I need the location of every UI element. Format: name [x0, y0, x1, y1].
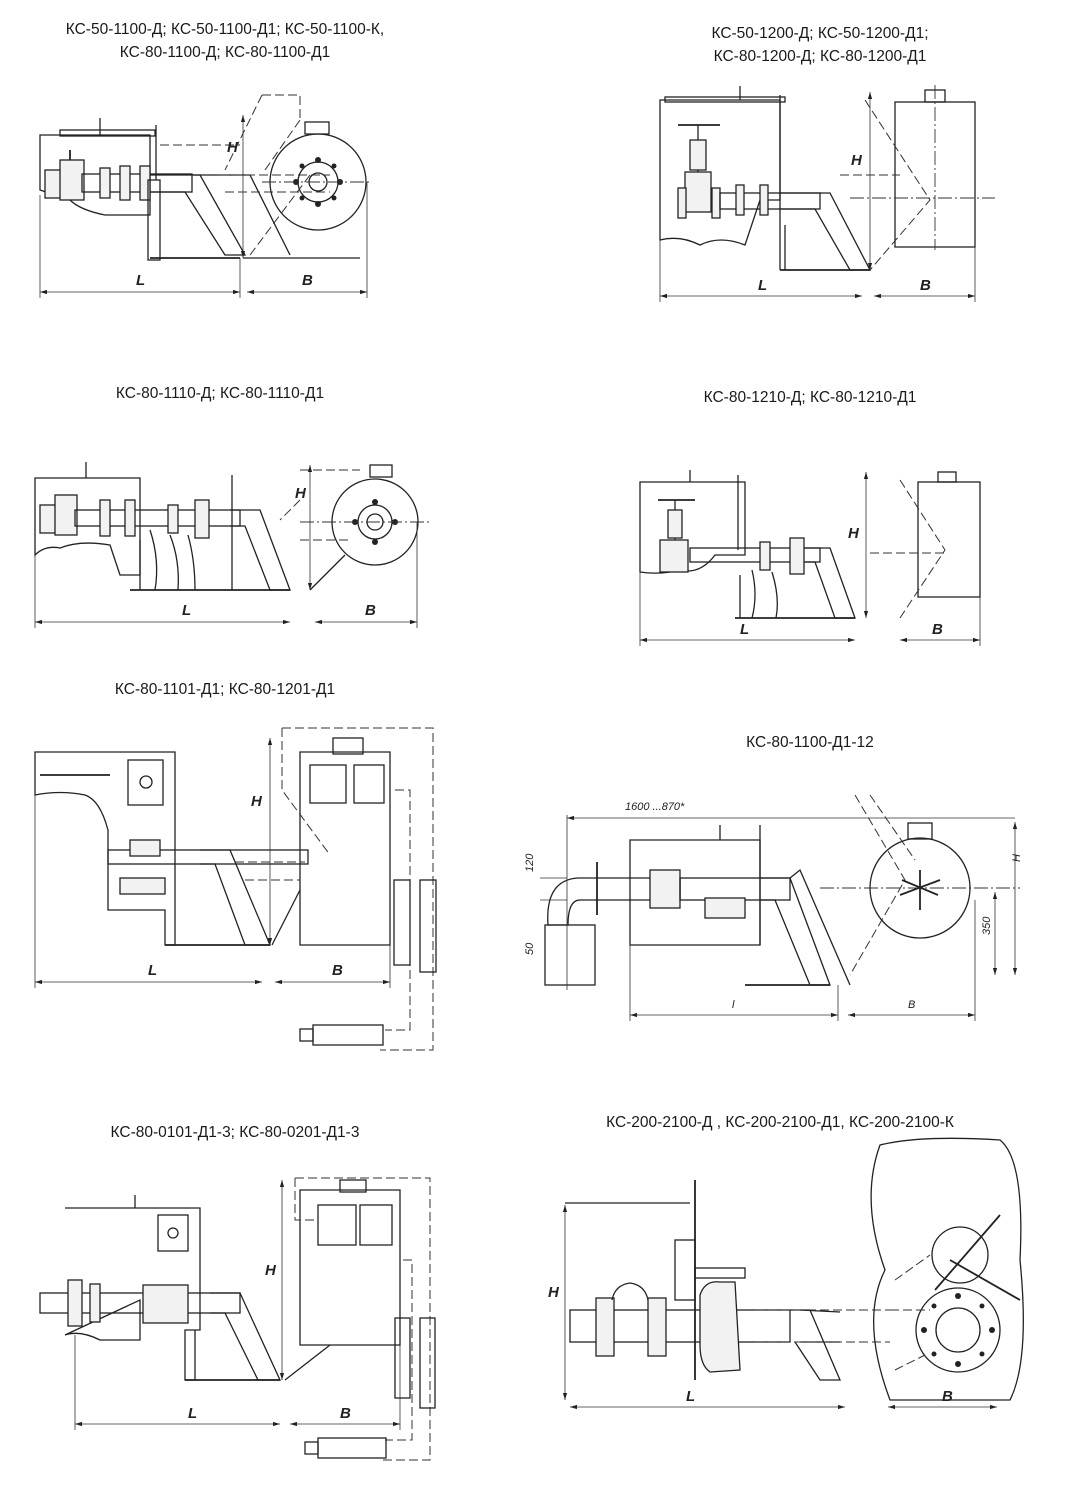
panel-2-title: КС-50-1200-Д; КС-50-1200-Д1; КС-80-1200-…	[660, 22, 980, 68]
casing-shape	[34, 477, 141, 576]
dim-h-label: H	[851, 152, 863, 169]
drive-motor	[317, 1437, 387, 1459]
flange-2	[647, 1297, 667, 1357]
panel-6-drawing: 1600 ...870* 120 50 H 350 l B	[524, 794, 1023, 1021]
panel-7-title: КС-80-0101-Д1-3; КС-80-0201-Д1-3	[70, 1121, 400, 1144]
panel-3-drawing: H L B	[34, 462, 430, 628]
dim-l-label: L	[740, 621, 749, 638]
junction-box-left	[317, 1204, 357, 1246]
valve-flange	[59, 159, 85, 201]
flange-face	[915, 1287, 1001, 1373]
dim-h-label: H	[848, 525, 860, 542]
lance-bend	[150, 174, 247, 256]
side-tank	[299, 751, 391, 946]
dim-b-label: B	[942, 1388, 953, 1405]
dim-b-label: B	[332, 962, 343, 979]
dim-l-label: L	[758, 277, 767, 294]
panel-6-title-line-1: КС-80-1100-Д1-12	[746, 734, 874, 751]
dim-50-label: 50	[524, 942, 536, 955]
lance-pipe	[719, 192, 821, 210]
flange-1	[595, 1297, 615, 1357]
panel-1-title: КС-50-1100-Д; КС-50-1100-Д1; КС-50-1100-…	[25, 18, 425, 64]
panel-5-title-line-1: КС-80-1101-Д1; КС-80-1201-Д1	[114, 681, 336, 698]
panel-7-drawing: H L B	[39, 1177, 436, 1461]
panel-2-title-line-1: КС-50-1200-Д; КС-50-1200-Д1;	[711, 25, 929, 42]
casing-shape	[639, 481, 746, 574]
flange-body	[699, 1281, 741, 1373]
panel-4-title: КС-80-1210-Д; КС-80-1210-Д1	[660, 386, 960, 409]
base-block	[544, 924, 596, 986]
dim-top-label: 1600 ...870*	[625, 801, 685, 813]
dim-l-label: L	[182, 602, 191, 619]
dim-l-label: L	[148, 962, 157, 979]
dim-h-label: H	[265, 1262, 277, 1279]
top-valve	[931, 1226, 989, 1284]
seal-assembly	[142, 1284, 189, 1324]
dim-b-label: B	[302, 272, 313, 289]
gate-valve-body	[684, 171, 712, 213]
casing-top-plate	[59, 129, 156, 137]
dim-h-label: H	[295, 485, 307, 502]
dim-l-label: l	[732, 999, 735, 1011]
dim-h-label: H	[548, 1284, 560, 1301]
gate-valve-bonnet	[689, 139, 707, 171]
dim-b-label: B	[932, 621, 943, 638]
panel-1-title-line-2: КС-80-1100-Д; КС-80-1100-Д1	[119, 44, 331, 61]
dim-120-label: 120	[524, 853, 536, 872]
front-view-disk	[869, 837, 971, 939]
junction-box-right	[353, 764, 385, 804]
lance-pipe	[39, 1292, 241, 1314]
panel-7-title-line-1: КС-80-0101-Д1-3; КС-80-0201-Д1-3	[110, 1124, 360, 1141]
side-tank	[917, 481, 981, 598]
panel-1-drawing: H L B	[39, 94, 372, 298]
lance-pipe	[569, 1309, 791, 1343]
feed-pipe	[74, 509, 241, 527]
dim-b-label: B	[340, 1405, 351, 1422]
side-tank	[299, 1189, 401, 1346]
drive-motor	[312, 1024, 384, 1046]
dim-h-label: H	[251, 793, 263, 810]
panel-2-drawing: H L B	[659, 85, 995, 302]
panel-6-title: КС-80-1100-Д1-12	[680, 731, 940, 754]
dim-l-label: L	[188, 1405, 197, 1422]
dim-h-label: H	[227, 139, 239, 156]
panel-8-drawing: H L B	[548, 1137, 1024, 1410]
panel-3-title-line-1: КС-80-1110-Д; КС-80-1110-Д1	[115, 385, 325, 402]
dim-b-label: B	[920, 277, 931, 294]
panel-2-title-line-2: КС-80-1200-Д; КС-80-1200-Д1	[713, 48, 927, 65]
panel-5-title: КС-80-1101-Д1; КС-80-1201-Д1	[70, 678, 380, 701]
panel-3-title: КС-80-1110-Д; КС-80-1110-Д1	[70, 382, 370, 405]
junction-box-right	[359, 1204, 393, 1246]
junction-box-left	[309, 764, 347, 804]
dim-b-label: B	[365, 602, 376, 619]
casing-shape	[34, 751, 176, 946]
dim-350-label: 350	[981, 916, 993, 935]
gate-valve-body	[659, 539, 689, 573]
panel-8-title-line-1: КС-200-2100-Д , КС-200-2100-Д1, КС-200-2…	[606, 1114, 954, 1131]
casing-shape	[659, 99, 781, 246]
dim-b-label: B	[908, 999, 915, 1011]
panel-4-drawing: H L B	[639, 470, 981, 646]
dim-l-label: L	[136, 272, 145, 289]
panel-8-title: КС-200-2100-Д , КС-200-2100-Д1, КС-200-2…	[560, 1111, 1000, 1134]
panel-4-title-line-1: КС-80-1210-Д; КС-80-1210-Д1	[703, 389, 917, 406]
panel-1-title-line-1: КС-50-1100-Д; КС-50-1100-Д1; КС-50-1100-…	[65, 21, 385, 38]
lance-pipe	[679, 877, 791, 901]
panel-5-drawing: H L B	[34, 727, 437, 1051]
lance-pipe	[689, 547, 821, 563]
control-box	[127, 759, 164, 806]
control-box	[157, 1214, 189, 1252]
feed-pipe	[81, 173, 193, 193]
dim-l-label: L	[686, 1388, 695, 1405]
furnace-outline	[870, 1137, 1024, 1401]
dim-h-label: H	[1011, 854, 1023, 862]
